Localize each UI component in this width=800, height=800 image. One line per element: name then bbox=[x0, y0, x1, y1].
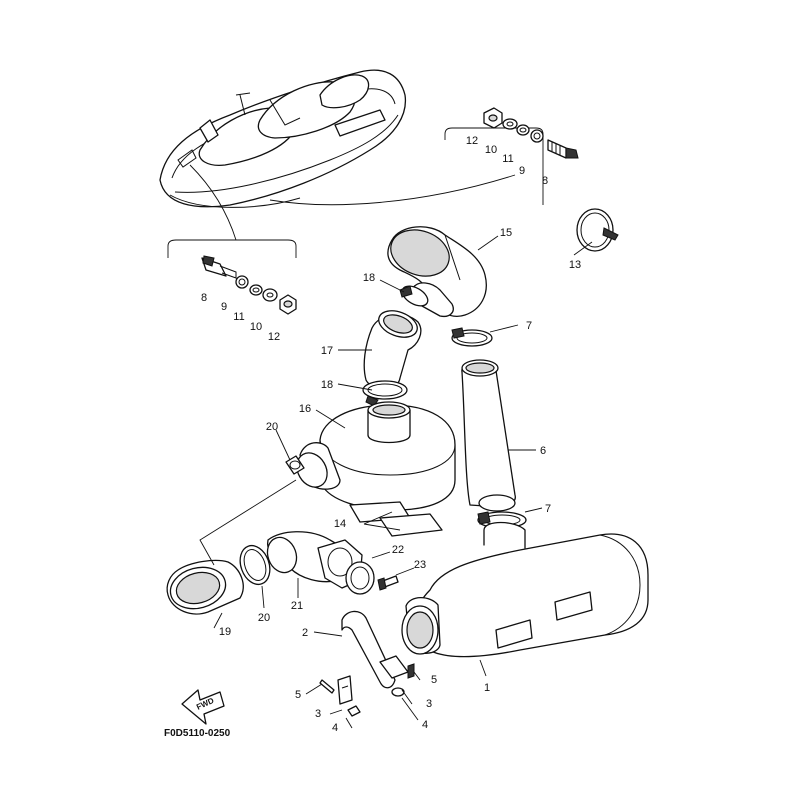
gasket-22 bbox=[345, 561, 375, 595]
pads-14 bbox=[349, 501, 443, 537]
elbow-hose-15 bbox=[387, 226, 487, 318]
bolt-5-left bbox=[319, 679, 335, 694]
callout-5-left: 5 bbox=[295, 689, 301, 701]
strap-2 bbox=[341, 610, 396, 689]
callout-10-right: 10 bbox=[485, 144, 497, 156]
leader-lines bbox=[199, 235, 593, 729]
callout-2: 2 bbox=[302, 627, 308, 639]
washer-4-left bbox=[347, 705, 361, 717]
callout-14: 14 bbox=[334, 518, 346, 530]
callout-8-right: 8 bbox=[542, 175, 548, 187]
nut-12-left bbox=[279, 294, 297, 315]
callout-22: 22 bbox=[392, 544, 404, 556]
elbow-17 bbox=[363, 310, 422, 390]
callout-11-right: 11 bbox=[502, 153, 513, 165]
callout-9-right: 9 bbox=[519, 165, 525, 177]
callout-7-lower: 7 bbox=[545, 503, 551, 515]
bracket-3-left bbox=[337, 675, 353, 705]
callout-21: 21 bbox=[291, 600, 303, 612]
callout-15: 15 bbox=[500, 227, 512, 239]
fwd-arrow-icon: FWD bbox=[181, 689, 225, 725]
callout-7-upper: 7 bbox=[526, 320, 532, 332]
chamber-16 bbox=[296, 401, 456, 511]
callout-19: 19 bbox=[219, 626, 231, 638]
callout-8-left: 8 bbox=[201, 292, 207, 304]
clamp-20-upper bbox=[285, 455, 305, 475]
callout-1: 1 bbox=[484, 682, 490, 694]
hardware-group-right bbox=[483, 107, 579, 159]
washer-11-left bbox=[249, 284, 263, 296]
bolt-5-right bbox=[407, 663, 415, 679]
watercraft-illustration bbox=[159, 69, 407, 241]
callout-4-right: 4 bbox=[422, 719, 428, 731]
callout-3-left: 3 bbox=[315, 708, 321, 720]
washer-9-left bbox=[235, 275, 249, 289]
diagram-code: F0D5110-0250 bbox=[164, 728, 231, 739]
callout-5-right: 5 bbox=[431, 674, 437, 686]
fitting-8-right bbox=[547, 139, 579, 159]
muffler-1 bbox=[401, 521, 649, 658]
washer-10-right bbox=[502, 118, 518, 130]
callout-16: 16 bbox=[299, 403, 311, 415]
callout-labels: 1 2 3 3 4 4 5 5 6 7 7 8 8 9 9 10 10 11 1… bbox=[201, 135, 581, 734]
callout-12-left: 12 bbox=[268, 331, 280, 343]
pipe-19 bbox=[166, 559, 244, 615]
washer-11-right bbox=[516, 124, 530, 136]
callout-18-upper: 18 bbox=[363, 272, 375, 284]
callout-20-upper: 20 bbox=[266, 421, 278, 433]
callout-13: 13 bbox=[569, 259, 581, 271]
clamp-13 bbox=[576, 208, 619, 252]
clamp-18-upper bbox=[399, 285, 429, 307]
clamp-7-upper bbox=[451, 327, 493, 347]
callout-11-left: 11 bbox=[233, 311, 244, 323]
callout-10-left: 10 bbox=[250, 321, 262, 333]
callout-3-right: 3 bbox=[426, 698, 432, 710]
fitting-8-left bbox=[201, 255, 237, 279]
callout-12-right: 12 bbox=[466, 135, 478, 147]
nut-12-right bbox=[483, 107, 503, 129]
washer-10-left bbox=[262, 288, 278, 302]
callout-9-left: 9 bbox=[221, 301, 227, 313]
callout-4-left: 4 bbox=[332, 722, 338, 734]
bolt-23 bbox=[377, 575, 399, 591]
callout-23: 23 bbox=[414, 559, 426, 571]
hardware-group-left bbox=[201, 255, 297, 315]
clamp-20-lower bbox=[239, 544, 271, 586]
hose-6 bbox=[461, 359, 516, 512]
callout-6: 6 bbox=[540, 445, 546, 457]
washer-9-right bbox=[530, 129, 544, 143]
callout-20-lower: 20 bbox=[258, 612, 270, 624]
callout-17: 17 bbox=[321, 345, 333, 357]
callout-18-lower: 18 bbox=[321, 379, 333, 391]
washer-4-right bbox=[391, 687, 405, 697]
